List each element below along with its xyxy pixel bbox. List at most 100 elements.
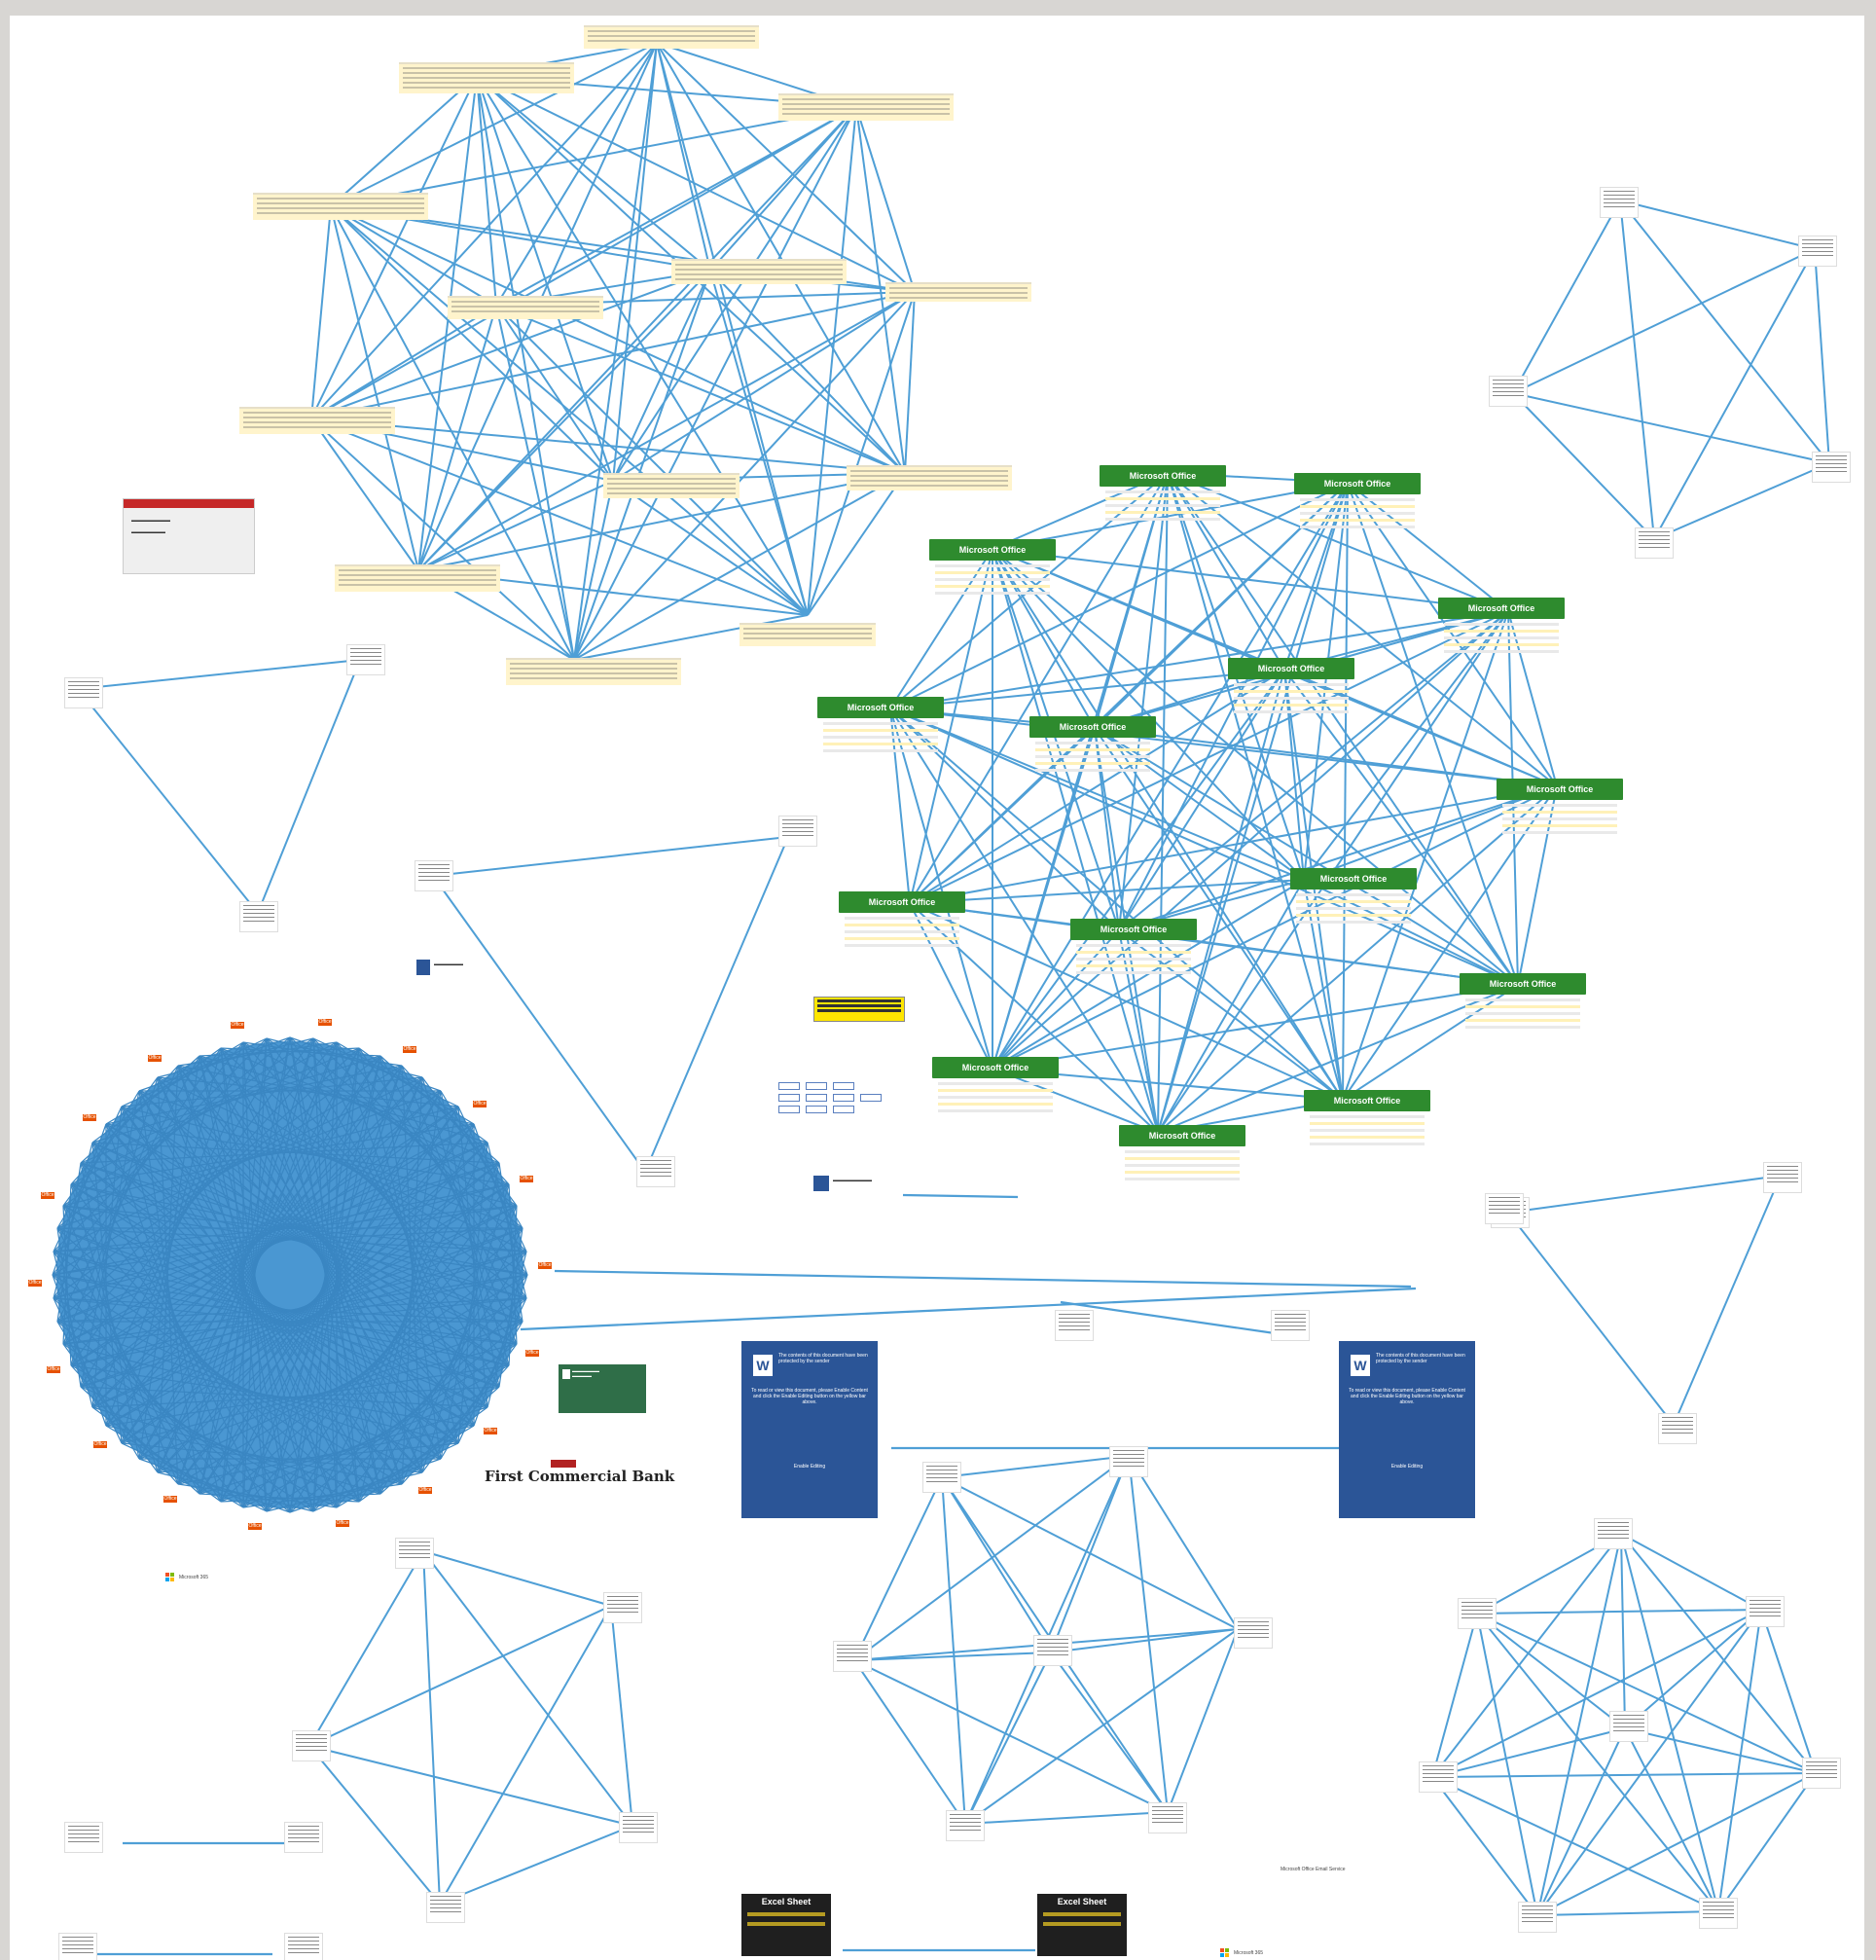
edge — [80, 1386, 200, 1495]
document-thumbnail-node[interactable] — [1658, 1413, 1697, 1444]
document-thumbnail-node[interactable] — [1148, 1802, 1187, 1833]
edge — [62, 1076, 159, 1207]
document-thumbnail-node[interactable] — [603, 1592, 642, 1623]
green-notice-node[interactable]: ▬▬▬▬▬▬▬▬▬▬▬▬ — [559, 1364, 646, 1413]
document-thumbnail-node[interactable] — [1802, 1758, 1841, 1789]
document-thumbnail-node[interactable] — [833, 1641, 872, 1672]
ms-office-card-node[interactable]: Microsoft Office — [1438, 598, 1565, 653]
thumbnail-line — [243, 905, 274, 906]
ms-office-card-node[interactable]: Microsoft Office — [1100, 465, 1226, 521]
thumbnail-line — [288, 1941, 319, 1942]
document-thumbnail-node[interactable] — [1798, 236, 1837, 267]
document-thumbnail-node[interactable] — [1489, 376, 1528, 407]
word-doc-node[interactable]: ▬▬▬▬▬▬ — [416, 960, 485, 979]
document-thumbnail-node[interactable] — [636, 1156, 675, 1187]
document-thumbnail-node[interactable] — [922, 1462, 961, 1493]
document-thumbnail-node[interactable] — [1234, 1617, 1273, 1649]
ms-office-card-node[interactable]: Microsoft Office — [932, 1057, 1059, 1112]
dense-cluster[interactable] — [52, 1036, 528, 1513]
document-thumbnail-node[interactable] — [426, 1892, 465, 1923]
document-thumbnail-node[interactable] — [946, 1810, 985, 1841]
note-card-node[interactable] — [584, 25, 759, 49]
document-thumbnail-node[interactable] — [284, 1933, 323, 1960]
document-thumbnail-node[interactable] — [1746, 1596, 1785, 1627]
document-thumbnail-node[interactable] — [239, 901, 278, 932]
ms-office-card-node[interactable]: Microsoft Office — [1029, 716, 1156, 772]
table-cell — [778, 1094, 800, 1102]
document-thumbnail-node[interactable] — [346, 644, 385, 675]
document-thumbnail-node[interactable] — [1055, 1310, 1094, 1341]
note-text-line — [782, 113, 950, 115]
ms-office-card-node[interactable]: Microsoft Office — [1304, 1090, 1430, 1145]
ms-office-card-node[interactable]: Microsoft Office — [1290, 868, 1417, 924]
document-thumbnail-node[interactable] — [64, 677, 103, 708]
document-thumbnail-node[interactable] — [1600, 187, 1639, 218]
ms-office-card-node[interactable]: Microsoft Office — [1119, 1125, 1245, 1180]
document-thumbnail-node[interactable] — [1033, 1635, 1072, 1666]
edge — [312, 1297, 527, 1512]
note-card-node[interactable] — [253, 193, 428, 220]
ms-office-card-node[interactable]: Microsoft Office — [1460, 973, 1586, 1029]
note-card-node[interactable] — [399, 62, 574, 93]
document-thumbnail-node[interactable] — [1458, 1598, 1497, 1629]
edge — [358, 1047, 488, 1143]
edge — [439, 1825, 633, 1905]
document-thumbnail-node[interactable] — [1419, 1761, 1458, 1793]
document-thumbnail-node[interactable] — [619, 1812, 658, 1843]
document-thumbnail-node[interactable] — [1812, 452, 1851, 483]
word-doc-node[interactable]: ▬▬▬▬▬▬▬▬ — [813, 1176, 901, 1195]
ms-office-card-node[interactable]: Microsoft Office — [929, 539, 1056, 595]
document-thumbnail-node[interactable] — [1271, 1310, 1310, 1341]
document-thumbnail-node[interactable] — [778, 816, 817, 847]
note-card-node[interactable] — [603, 473, 740, 498]
ms-office-card-node[interactable]: Microsoft Office — [1228, 658, 1354, 713]
document-thumbnail-node[interactable] — [64, 1822, 103, 1853]
dark-card-left[interactable]: Excel Sheet — [741, 1894, 831, 1956]
document-thumbnail-node[interactable] — [1609, 1711, 1648, 1742]
note-text-line — [243, 421, 391, 423]
thumbnail-line — [1423, 1773, 1454, 1774]
document-thumbnail-node[interactable] — [1594, 1518, 1633, 1549]
edge — [853, 1455, 1130, 1661]
note-card-node[interactable] — [335, 564, 500, 592]
document-thumbnail-node[interactable] — [1763, 1162, 1802, 1193]
edge — [1624, 1727, 1817, 1774]
document-thumbnail-node[interactable] — [284, 1822, 323, 1853]
document-thumbnail-node[interactable] — [1485, 1193, 1524, 1224]
error-dialog-node[interactable]: ▬▬▬▬▬▬▬▬ ▬▬▬▬▬▬▬ — [123, 498, 255, 574]
grid-table-node[interactable] — [778, 1082, 887, 1125]
note-card-node[interactable] — [506, 658, 681, 685]
ms-office-card-node[interactable]: Microsoft Office — [817, 697, 944, 752]
document-thumbnail-node[interactable] — [395, 1538, 434, 1569]
edge — [105, 1425, 403, 1485]
word-panel-left[interactable]: W The contents of this document have bee… — [741, 1341, 878, 1518]
thumbnail-line — [1802, 239, 1833, 240]
table-cell — [806, 1094, 827, 1102]
note-card-node[interactable] — [740, 623, 876, 646]
ms-office-card-node[interactable]: Microsoft Office — [1294, 473, 1421, 528]
note-card-node[interactable] — [778, 93, 954, 121]
document-thumbnail-node[interactable] — [1518, 1902, 1557, 1933]
document-thumbnail-node[interactable] — [292, 1730, 331, 1761]
document-thumbnail-node[interactable] — [1635, 527, 1674, 559]
note-card-node[interactable] — [847, 465, 1012, 490]
dark-card-right[interactable]: Excel Sheet — [1037, 1894, 1127, 1956]
document-thumbnail-node[interactable] — [415, 860, 453, 891]
edge — [889, 482, 1349, 709]
yellow-table-node[interactable] — [813, 997, 905, 1022]
ms-office-card-node[interactable]: Microsoft Office — [839, 891, 965, 947]
document-thumbnail-node[interactable] — [1699, 1898, 1738, 1929]
ms-office-card-node[interactable]: Microsoft Office — [1070, 919, 1197, 974]
note-card-node[interactable] — [885, 282, 1031, 302]
thumbnail-line — [68, 1830, 99, 1831]
document-thumbnail-node[interactable] — [1109, 1446, 1148, 1477]
note-card-node[interactable] — [239, 407, 395, 434]
ms-office-card-line — [1105, 504, 1220, 507]
ms-office-card-node[interactable]: Microsoft Office — [1497, 779, 1623, 834]
document-thumbnail-node[interactable] — [58, 1933, 97, 1960]
ms-office-card-line — [1465, 998, 1580, 1001]
note-card-node[interactable] — [448, 296, 603, 319]
note-card-node[interactable] — [671, 259, 847, 284]
word-panel-right[interactable]: W The contents of this document have bee… — [1339, 1341, 1475, 1518]
